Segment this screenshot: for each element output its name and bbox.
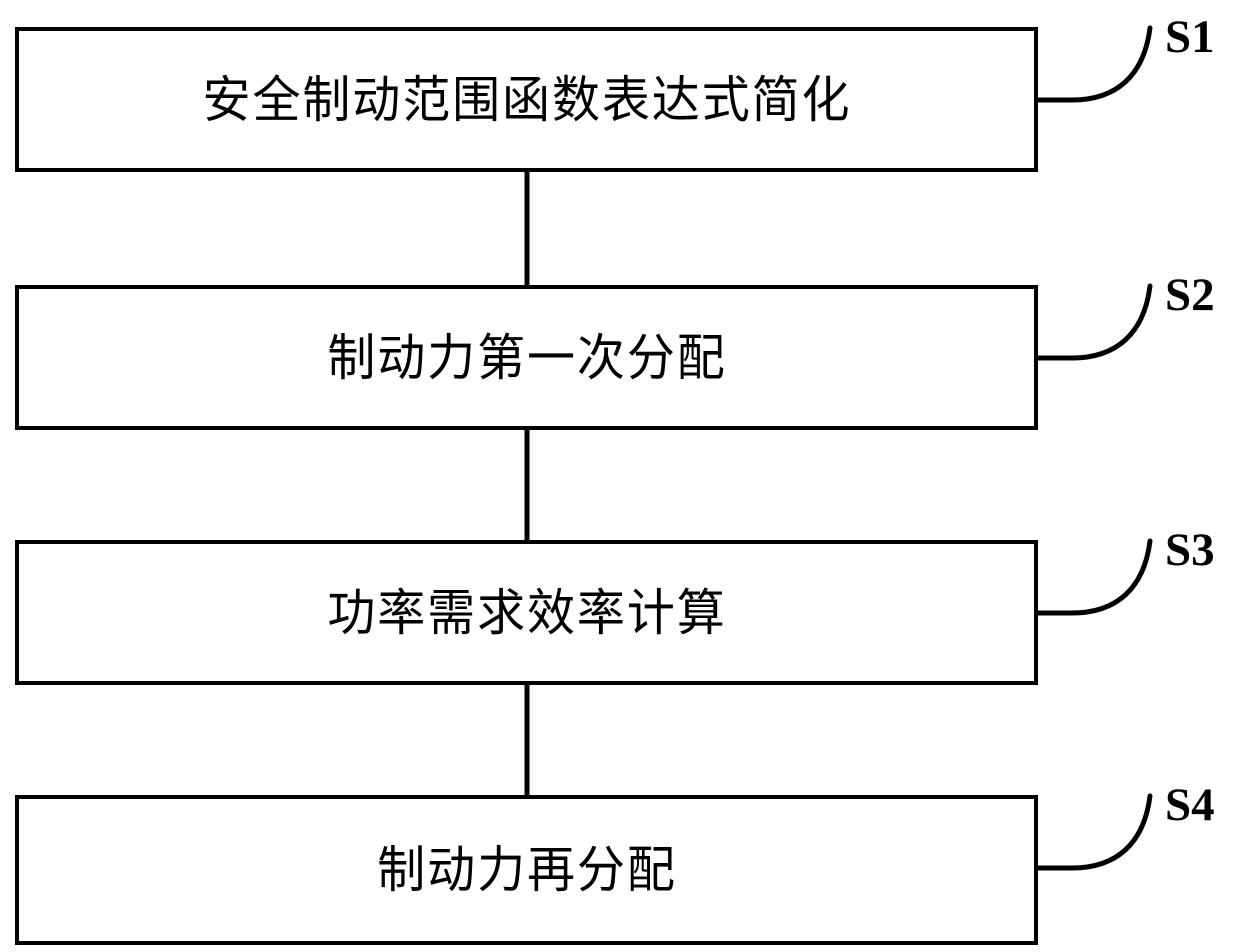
leader-line-s4 [1033, 793, 1153, 871]
leader-line-s2 [1033, 283, 1153, 361]
process-box-s4[interactable]: 制动力再分配 [15, 795, 1038, 945]
process-box-s1[interactable]: 安全制动范围函数表达式简化 [15, 27, 1038, 172]
step-tag-s4: S4 [1165, 779, 1215, 831]
process-box-s2-label: 制动力第一次分配 [326, 328, 727, 387]
process-box-s3[interactable]: 功率需求效率计算 [15, 540, 1038, 685]
leader-line-s3 [1033, 538, 1153, 616]
leader-line-s1 [1033, 25, 1153, 103]
process-box-s2[interactable]: 制动力第一次分配 [15, 285, 1038, 430]
step-tag-s1: S1 [1165, 11, 1215, 63]
step-tag-s2: S2 [1165, 269, 1215, 321]
process-box-s4-label: 制动力再分配 [376, 841, 677, 899]
step-tag-s3: S3 [1165, 524, 1215, 576]
process-box-s1-label: 安全制动范围函数表达式简化 [202, 70, 851, 129]
process-box-s3-label: 功率需求效率计算 [326, 583, 727, 642]
